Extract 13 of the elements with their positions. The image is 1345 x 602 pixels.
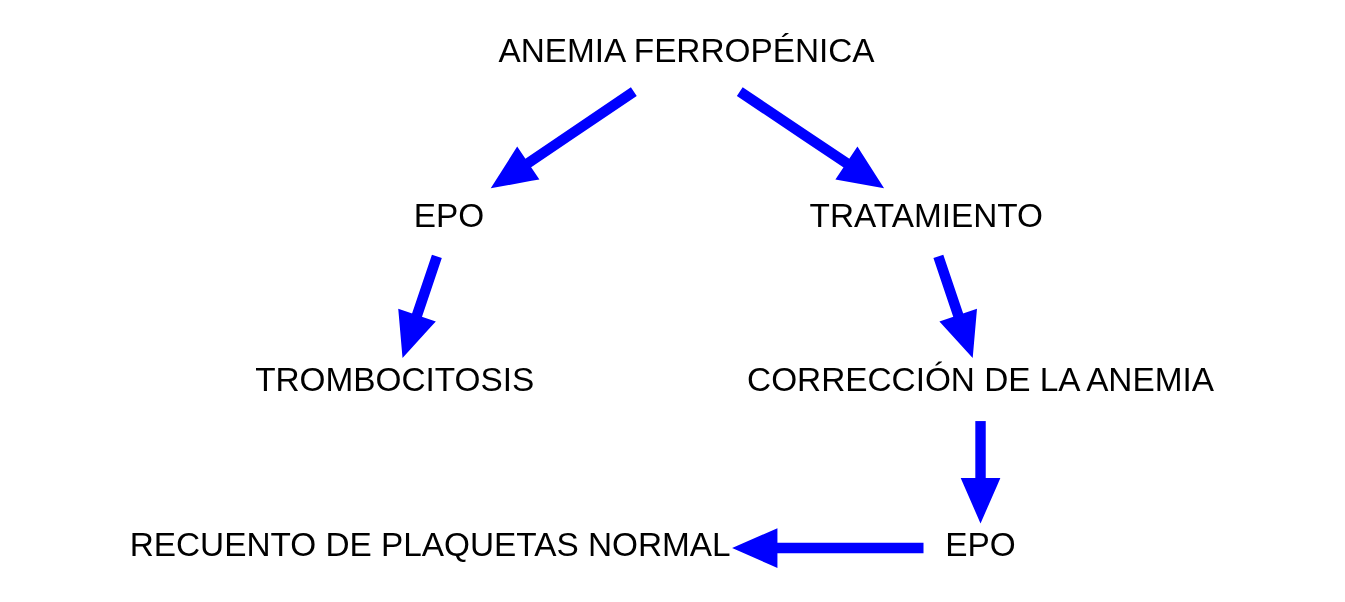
arrow [736, 87, 885, 189]
arrow [933, 254, 977, 359]
node-text: EPO [945, 525, 1016, 563]
node-text: TROMBOCITOSIS [255, 361, 535, 399]
node-text: CORRECCIÓN DE LA ANEMIA [747, 361, 1214, 399]
arrow [398, 254, 442, 359]
arrow [960, 421, 1001, 524]
arrow [732, 528, 924, 568]
node-text: ANEMIA FERROPÉNICA [498, 31, 875, 69]
node-text: RECUENTO DE PLAQUETAS NORMAL [129, 525, 731, 563]
node-text: EPO [413, 196, 485, 234]
node-text: TRATAMIENTO [809, 196, 1044, 234]
arrow [490, 87, 637, 189]
